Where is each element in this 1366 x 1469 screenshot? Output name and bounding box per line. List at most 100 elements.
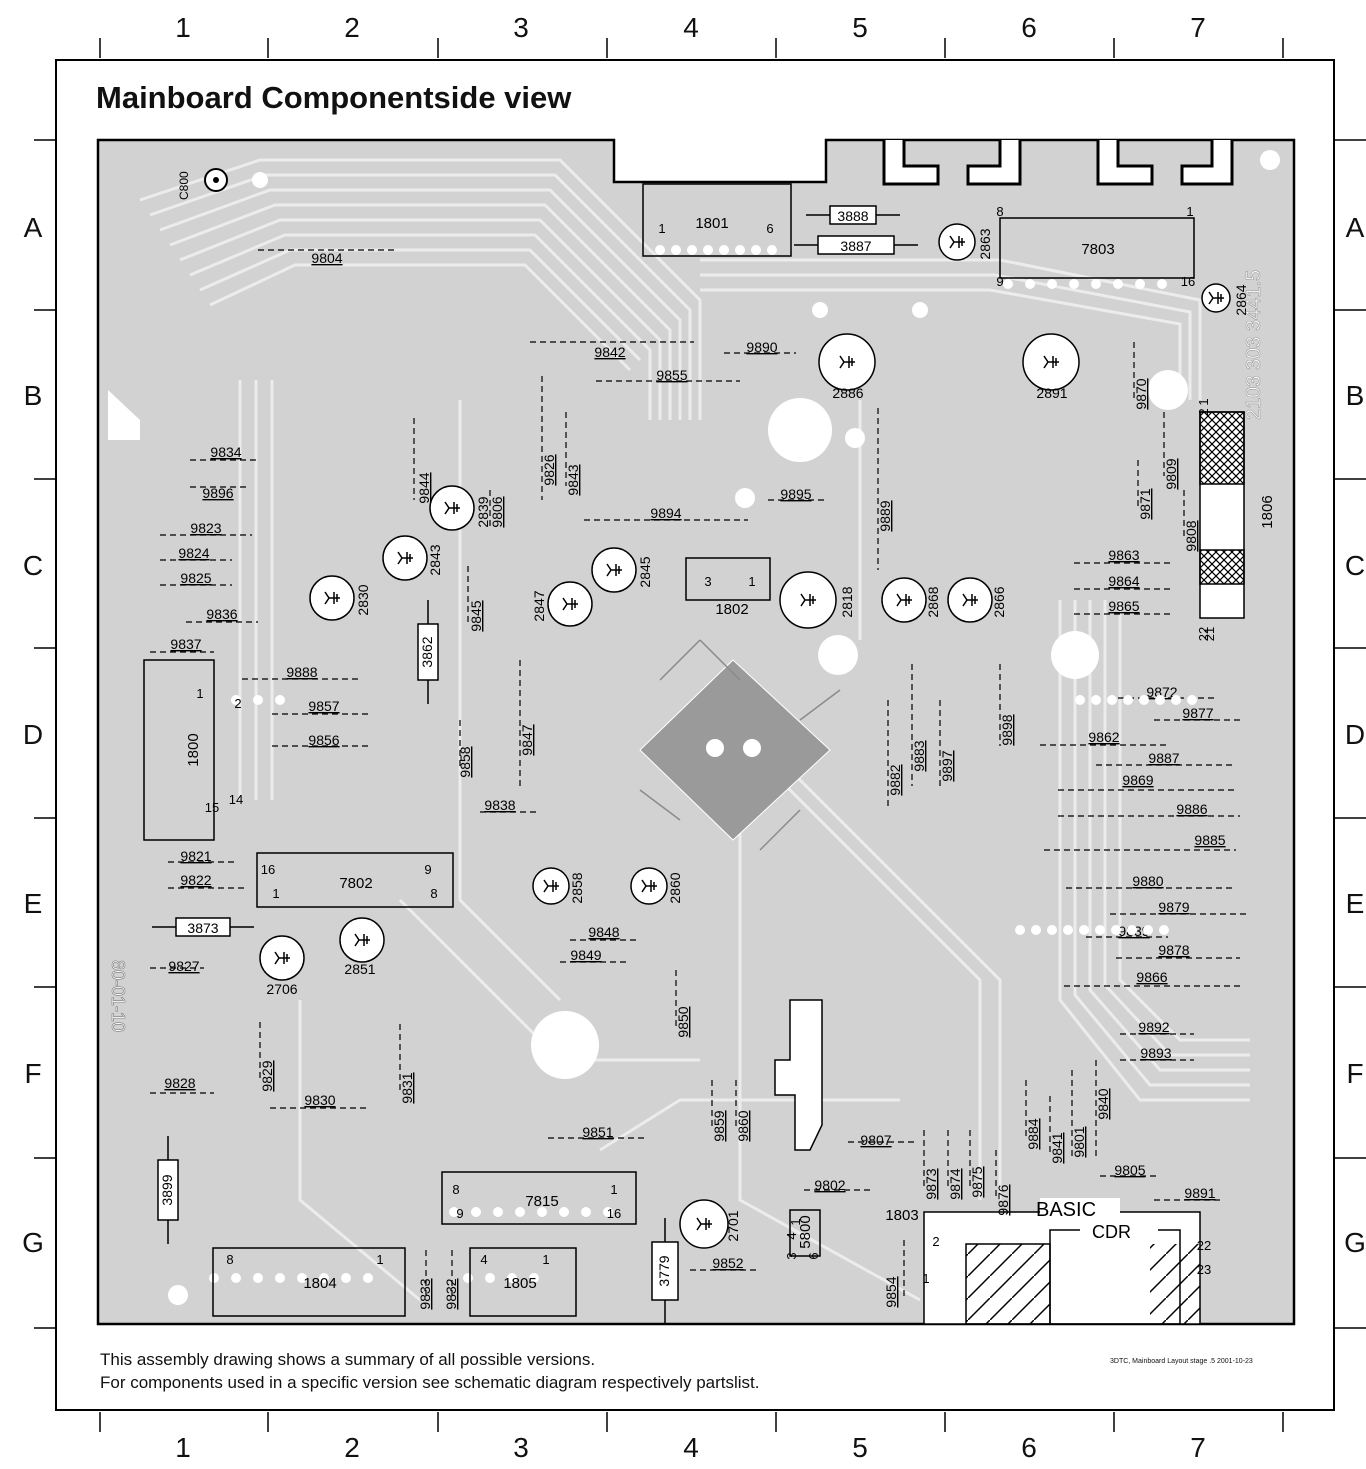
row-label: C	[22, 550, 44, 581]
jumper-label: 9896	[202, 485, 233, 501]
jumper-label: 9840	[1095, 1088, 1111, 1119]
jumper-label: 9858	[457, 746, 473, 777]
row-label: B	[23, 380, 43, 411]
jumper-label: 9830	[304, 1092, 335, 1108]
jumper-label: 9884	[1025, 1118, 1041, 1149]
jumper-label: 9871	[1137, 488, 1153, 519]
edge-tabs	[882, 140, 1234, 186]
jumper-label: 9880	[1132, 873, 1163, 889]
capacitor-label: 2847	[531, 590, 547, 621]
row-label: E	[23, 888, 43, 919]
pin-label: 1	[922, 1271, 929, 1286]
jumper-label: 9842	[594, 344, 625, 360]
cdr-label: CDR	[1092, 1222, 1131, 1242]
capacitor-2706: 2706	[259, 935, 305, 997]
jumper-label: 9885	[1194, 832, 1225, 848]
capacitor-label: 2866	[991, 586, 1007, 617]
jumper-label: 9809	[1163, 458, 1179, 489]
jumper-9836: 9836	[186, 606, 258, 623]
jumper-label: 9876	[995, 1184, 1011, 1215]
jumper-9845: 9845	[467, 566, 484, 632]
jumper-9871: 9871	[1137, 460, 1153, 520]
jumper-label: 9863	[1108, 547, 1139, 563]
jumper-9821: 9821	[168, 848, 234, 864]
vertical-code: 2103 303 3441.5	[1243, 270, 1265, 420]
capacitor-2858: 2858	[532, 867, 585, 905]
pin-label: 1	[272, 886, 279, 901]
page-title: Mainboard Componentside view	[96, 80, 572, 115]
jumper-9887: 9887	[1096, 750, 1236, 766]
column-label: 4	[683, 12, 699, 43]
jumper-9825: 9825	[160, 570, 232, 586]
jumper-label: 9825	[180, 570, 211, 586]
jumper-9850: 9850	[675, 970, 691, 1038]
jumper-label: 9836	[206, 606, 237, 622]
jumper-9807: 9807	[848, 1132, 918, 1148]
resistor-label: 3873	[187, 920, 218, 936]
row-label: G	[1344, 1227, 1366, 1258]
column-label: 3	[513, 12, 529, 43]
pin-label: 8	[430, 886, 437, 901]
jumper-label: 9833	[417, 1278, 433, 1309]
jumper-label: 9878	[1158, 942, 1189, 958]
capacitor-label: 2863	[977, 228, 993, 259]
jumper-label: 9821	[180, 848, 211, 864]
jumper-label: 9877	[1182, 705, 1213, 721]
capacitor-label: 2851	[344, 961, 375, 977]
resistor-3888: 3888	[806, 205, 900, 225]
jumper-label: 9864	[1108, 573, 1139, 589]
pin-label: 8	[996, 204, 1003, 219]
mounting-holes	[168, 150, 1280, 1305]
jumper-9829: 9829	[259, 1022, 275, 1092]
capacitor-label: 2830	[355, 584, 371, 615]
pin-label: 1	[1186, 204, 1193, 219]
jumper-label: 9847	[519, 724, 535, 755]
jumper-9885: 9885	[1044, 832, 1236, 851]
capacitor-2818: 2818	[779, 571, 855, 629]
jumper-9859: 9859	[711, 1080, 727, 1142]
column-label: 1	[175, 1432, 191, 1463]
pin-label: 1	[748, 574, 755, 589]
jumper-9884: 9884	[1025, 1080, 1041, 1150]
capacitor-2863: 2863	[938, 223, 993, 261]
resistor-3873: 3873	[152, 917, 254, 937]
row-label: A	[1345, 212, 1365, 243]
resistor-3862: 3862	[417, 600, 439, 704]
jumper-label: 9898	[999, 714, 1015, 745]
column-label: 2	[344, 1432, 360, 1463]
capacitor-label: 2843	[427, 544, 443, 575]
capacitor-label: 2868	[925, 586, 941, 617]
pin-label: 3	[784, 1252, 799, 1259]
jumper-9876: 9876	[995, 1150, 1011, 1216]
capacitor-2868: 2868	[881, 577, 941, 623]
capacitor-2845: 2845	[591, 547, 653, 593]
jumper-label: 9826	[541, 454, 557, 485]
jumper-label: 9805	[1114, 1162, 1145, 1178]
pin-label: 4	[784, 1232, 799, 1239]
jumper-9823: 9823	[160, 520, 252, 536]
jumper-9831: 9831	[399, 1024, 415, 1104]
jumper-9898: 9898	[999, 664, 1015, 746]
pin-label: 1	[658, 221, 665, 236]
row-label: D	[1344, 719, 1366, 750]
jumper-label: 9850	[675, 1006, 691, 1037]
jumper-label: 9832	[443, 1278, 459, 1309]
jumper-9889: 9889	[877, 408, 893, 570]
pin-label: 1	[610, 1182, 617, 1197]
column-label: 7	[1190, 1432, 1206, 1463]
jumper-label: 9827	[168, 958, 199, 974]
jumper-9865: 9865	[1074, 598, 1174, 615]
jumper-9838: 9838	[480, 797, 540, 813]
ic-label: 1805	[503, 1275, 536, 1292]
jumper-9891: 9891	[1154, 1185, 1224, 1201]
column-label: 6	[1021, 12, 1037, 43]
jumper-label: 9848	[588, 924, 619, 940]
jumper-9862: 9862	[1040, 729, 1166, 746]
pin-label: 1	[376, 1252, 383, 1267]
